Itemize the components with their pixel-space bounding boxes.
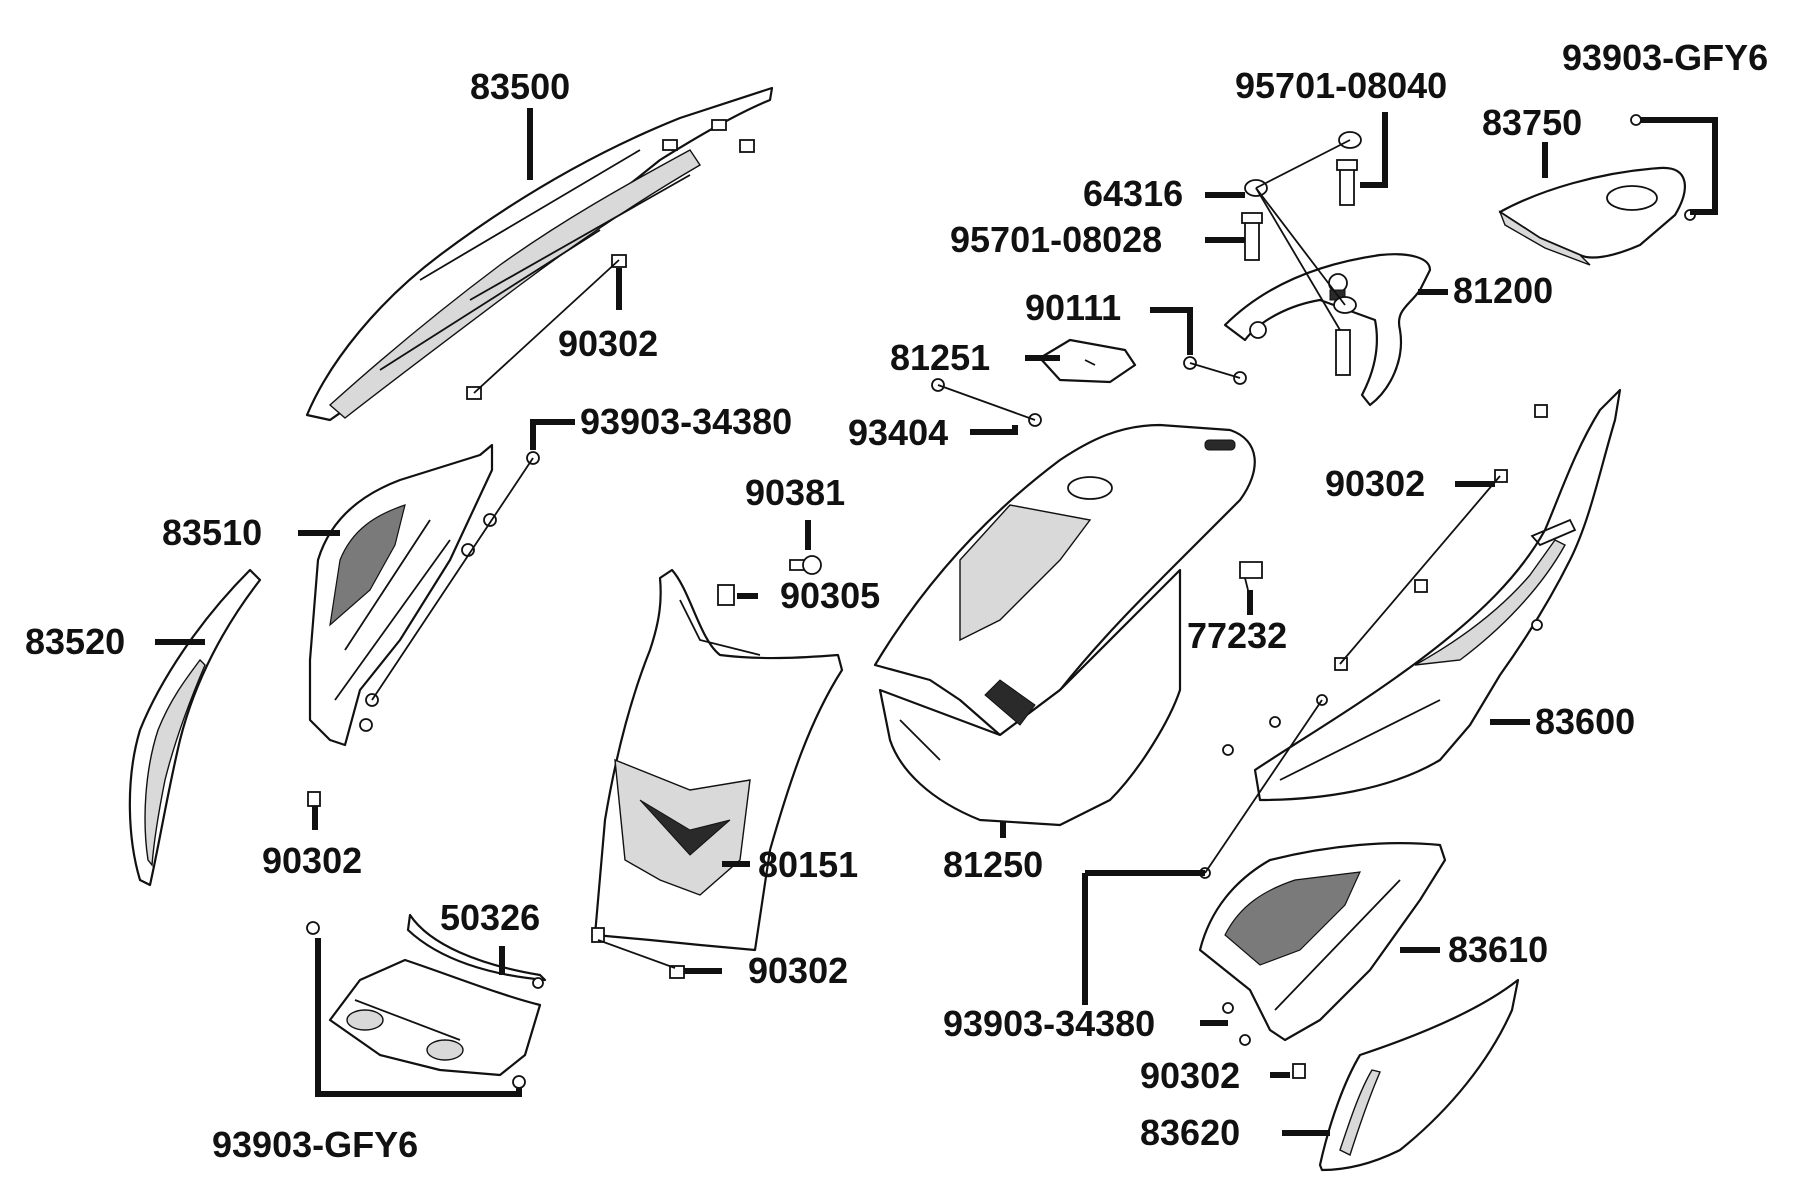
label-83520: 83520 — [25, 621, 125, 662]
part-labels: 83500 90302 93903-34380 83510 83520 9030… — [25, 37, 1768, 1165]
screw-icon — [1630, 114, 1642, 126]
label-90305: 90305 — [780, 575, 880, 616]
label-95701-08028: 95701-08028 — [950, 219, 1162, 260]
clip-icon — [307, 791, 321, 807]
label-90302-a: 90302 — [558, 323, 658, 364]
clip-icon — [1414, 579, 1428, 593]
bolt-icon — [1244, 217, 1260, 261]
bolt-icon — [1339, 164, 1355, 206]
label-81251: 81251 — [890, 337, 990, 378]
label-90302-c: 90302 — [748, 950, 848, 991]
part-83600-drawing — [1253, 388, 1622, 802]
label-64316: 64316 — [1083, 173, 1183, 214]
bolt-head-icon — [1241, 212, 1263, 224]
label-50326: 50326 — [440, 897, 540, 938]
part-81200-drawing — [1223, 253, 1432, 407]
fasteners — [306, 114, 1696, 1089]
part-81251-drawing — [1038, 338, 1137, 384]
screw-icon — [1239, 1034, 1251, 1046]
label-90302-d: 90302 — [1325, 463, 1425, 504]
screw-icon — [306, 921, 320, 935]
label-81200: 81200 — [1453, 270, 1553, 311]
clip-icon — [1534, 404, 1548, 418]
label-80151: 80151 — [758, 844, 858, 885]
screw-icon — [359, 718, 373, 732]
part-83610-drawing — [1198, 842, 1447, 1042]
part-83510-drawing — [308, 443, 494, 747]
part-83750-drawing — [1498, 166, 1686, 266]
part-83520-drawing — [128, 568, 262, 887]
label-83750: 83750 — [1482, 102, 1582, 143]
label-81250: 81250 — [943, 844, 1043, 885]
clip-icon — [1239, 561, 1263, 579]
label-83600: 83600 — [1535, 701, 1635, 742]
label-83620: 83620 — [1140, 1112, 1240, 1153]
screw-icon — [512, 1075, 526, 1089]
part-81250-drawing — [873, 423, 1256, 827]
label-83500: 83500 — [470, 66, 570, 107]
label-83610: 83610 — [1448, 929, 1548, 970]
label-93903-34380-b: 93903-34380 — [943, 1003, 1155, 1044]
clip-icon — [1292, 1063, 1306, 1079]
part-80151-drawing — [593, 568, 844, 952]
label-90302-b: 90302 — [262, 840, 362, 881]
part-83500-drawing — [305, 86, 774, 422]
nut-icon — [717, 584, 735, 606]
bolt-icon — [1335, 329, 1351, 376]
label-93903-34380-a: 93903-34380 — [580, 401, 792, 442]
bolt-head-icon — [1336, 159, 1358, 171]
label-93404: 93404 — [848, 412, 948, 453]
label-95701-08040: 95701-08040 — [1235, 65, 1447, 106]
screw-icon — [532, 977, 544, 989]
part-83620-drawing — [1318, 978, 1520, 1172]
label-93903-gfy6-b: 93903-GFY6 — [1562, 37, 1768, 78]
label-90302-e: 90302 — [1140, 1055, 1240, 1096]
label-93903-gfy6-a: 93903-GFY6 — [212, 1124, 418, 1165]
leader-lines — [155, 108, 1718, 1136]
part-50326-drawing — [328, 913, 547, 1077]
label-90381: 90381 — [745, 472, 845, 513]
screw-icon — [1222, 744, 1234, 756]
label-83510: 83510 — [162, 512, 262, 553]
screw-icon — [1269, 716, 1281, 728]
screw-icon — [1222, 1002, 1234, 1014]
bolt-head-icon — [802, 555, 822, 575]
clip-icon — [591, 927, 605, 943]
label-77232: 77232 — [1187, 615, 1287, 656]
label-90111: 90111 — [1025, 287, 1121, 328]
